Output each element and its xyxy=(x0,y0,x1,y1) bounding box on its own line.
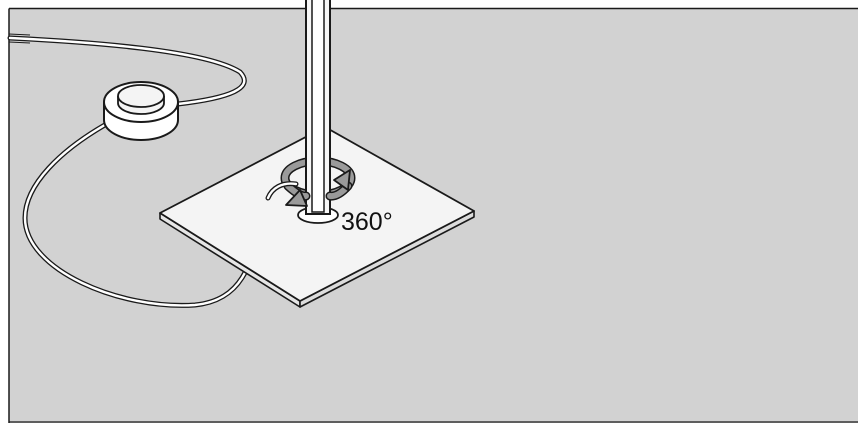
cable-to-wall xyxy=(7,33,247,107)
rotation-arrowhead-left xyxy=(285,189,308,207)
foot-switch-button xyxy=(117,84,165,115)
rotation-label: 360° xyxy=(341,208,393,236)
lamp-pole xyxy=(305,0,331,215)
foot-switch xyxy=(103,81,179,141)
rotation-arrowhead-right xyxy=(333,169,351,191)
